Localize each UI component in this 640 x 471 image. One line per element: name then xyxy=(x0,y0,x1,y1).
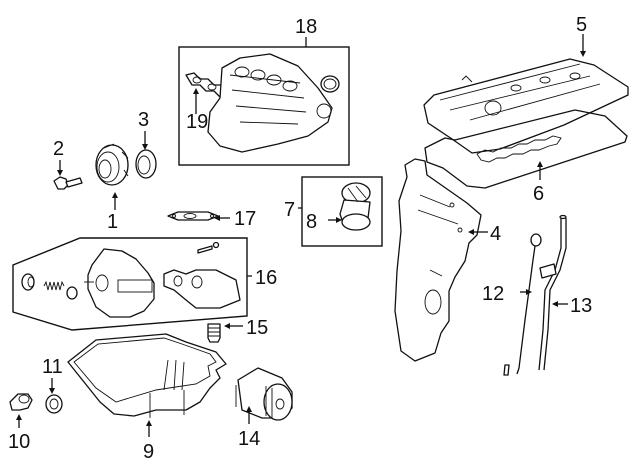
arrow-1 xyxy=(112,192,118,198)
manifold-ring-seal xyxy=(320,75,340,93)
relief-plug xyxy=(21,273,35,291)
callout-12: 12 xyxy=(482,283,504,305)
callout-11: 11 xyxy=(42,356,63,378)
arrow-13 xyxy=(552,301,558,307)
arrow-9 xyxy=(146,420,152,426)
callout-18: 18 xyxy=(295,16,317,38)
arrow-14 xyxy=(246,406,252,412)
callout-4: 4 xyxy=(490,223,501,245)
oil-pump-frame xyxy=(12,237,248,331)
arrow-17 xyxy=(214,215,220,221)
timing-cover[interactable] xyxy=(394,158,482,362)
arrow-11 xyxy=(49,388,55,394)
crank-bolt[interactable] xyxy=(53,176,83,190)
pump-gasket[interactable] xyxy=(167,211,219,221)
oil-filler-cap xyxy=(339,182,371,231)
dipstick[interactable] xyxy=(503,233,542,376)
callout-9: 9 xyxy=(143,441,154,463)
callout-7: 7 xyxy=(284,199,295,221)
callout-5: 5 xyxy=(576,14,587,36)
intake-manifold-frame xyxy=(178,46,350,166)
valve-cover[interactable] xyxy=(423,58,629,154)
relief-spring xyxy=(43,280,65,291)
valve-cover-gasket[interactable] xyxy=(424,109,628,189)
filter-fitting[interactable] xyxy=(207,323,221,343)
drain-plug[interactable] xyxy=(9,393,33,411)
oil-pump-assembly[interactable] xyxy=(12,237,252,331)
arrow-10 xyxy=(16,414,22,420)
arrow-12 xyxy=(526,289,532,295)
crank-seal[interactable] xyxy=(135,149,157,179)
callout-2: 2 xyxy=(53,138,64,160)
callout-6: 6 xyxy=(533,183,544,205)
drain-gasket[interactable] xyxy=(45,394,63,414)
callout-15: 15 xyxy=(246,317,268,339)
pump-stud xyxy=(197,241,220,254)
dipstick-tube[interactable] xyxy=(538,214,567,371)
arrow-4 xyxy=(468,229,474,235)
arrow-3 xyxy=(142,144,148,150)
oil-filter[interactable] xyxy=(235,367,293,421)
arrow-8 xyxy=(336,217,342,223)
callout-17: 17 xyxy=(234,208,256,230)
callout-19: 19 xyxy=(186,111,208,133)
arrow-15 xyxy=(224,323,230,329)
callout-3: 3 xyxy=(138,109,149,131)
arrow-6 xyxy=(537,161,543,167)
arrow-5 xyxy=(580,51,586,57)
callout-8: 8 xyxy=(306,211,317,233)
oil-cap-group[interactable] xyxy=(298,176,383,247)
intake-manifold xyxy=(207,53,333,153)
crank-pulley[interactable] xyxy=(95,143,129,186)
oil-cap-frame xyxy=(301,176,383,247)
arrow-19 xyxy=(193,88,199,94)
relief-valve xyxy=(66,286,78,300)
pump-cover xyxy=(163,269,241,309)
callout-13: 13 xyxy=(570,295,592,317)
oil-pan[interactable] xyxy=(67,333,227,418)
callout-1: 1 xyxy=(107,211,118,233)
intake-manifold-group[interactable] xyxy=(178,37,350,166)
arrow-2 xyxy=(57,170,63,176)
callout-14: 14 xyxy=(238,428,260,450)
callout-10: 10 xyxy=(8,431,30,453)
oil-pump-body xyxy=(84,248,155,318)
callout-16: 16 xyxy=(255,267,277,289)
